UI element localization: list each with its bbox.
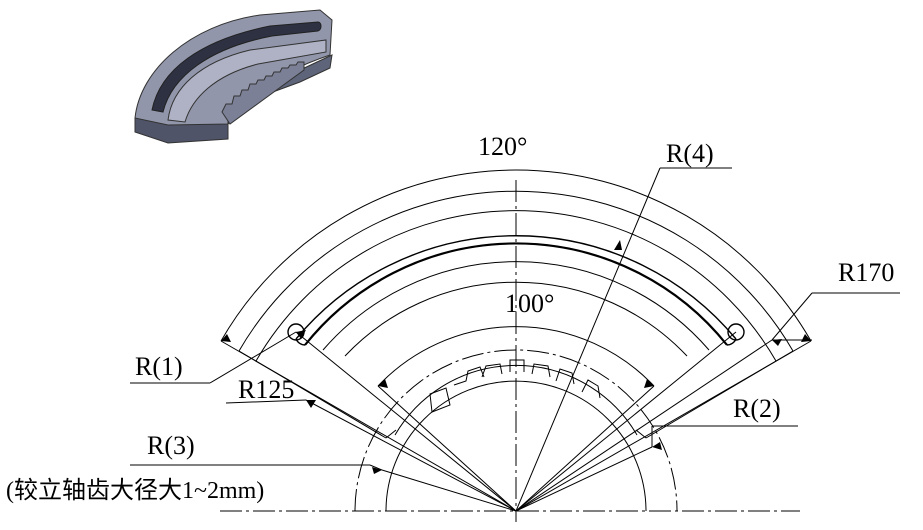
arc-235 (344, 281, 688, 357)
arc-300 (255, 210, 777, 362)
leader-r2 (515, 446, 653, 512)
radial-leaders (220, 167, 812, 512)
leader-120-left (220, 340, 517, 512)
radius-r125-label: R125 (238, 375, 294, 404)
slot-cap-right (727, 323, 745, 341)
part-3d-preview (134, 9, 333, 144)
arc-tooth-root (394, 364, 638, 436)
slot-ends (287, 323, 745, 346)
radius-r3-note: (较立轴齿大径大1~2mm) (6, 477, 264, 504)
leader-r125 (305, 399, 517, 512)
radius-r4-label: R(4) (666, 139, 714, 168)
leader-r4 (515, 167, 661, 512)
radius-r3-label: R(3) (147, 431, 195, 460)
leader-r170 (515, 339, 773, 512)
leader-r2a (515, 331, 737, 512)
slot-outer-edge (295, 235, 737, 340)
gear-teeth (429, 359, 601, 413)
slot-inner-edge (304, 242, 728, 346)
leader-100-right (515, 385, 655, 512)
angle-120-label: 120° (478, 132, 527, 161)
leader-r1 (295, 331, 517, 512)
radius-r2-label: R(2) (733, 394, 781, 423)
radius-r170-label: R170 (838, 258, 894, 287)
leader-100-left (377, 385, 517, 512)
radius-r1-label: R(1) (135, 352, 183, 381)
arc-dashed (354, 349, 678, 512)
arc-outer-edge (238, 190, 794, 352)
leader-r3 (381, 469, 517, 512)
arc-120-dim (220, 169, 812, 342)
label-shelves (130, 167, 900, 471)
arc-255 (322, 261, 710, 351)
center-lines (220, 180, 800, 522)
concentric-arcs (220, 169, 812, 512)
arc-inner-base (385, 380, 647, 512)
arrowheads (221, 240, 811, 474)
angle-100-label: 100° (505, 289, 554, 318)
arc-100-dim (377, 326, 655, 387)
